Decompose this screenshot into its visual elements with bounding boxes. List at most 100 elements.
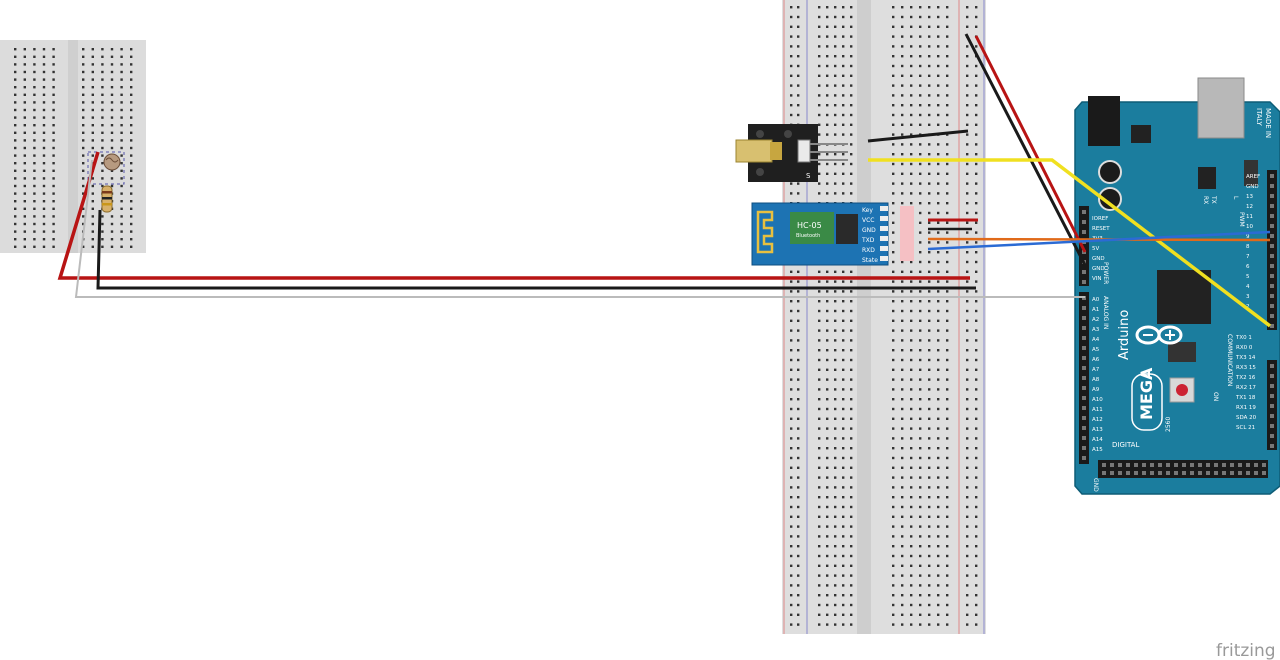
wire-white-analog <box>74 159 1085 298</box>
analog-pin-label: A5 <box>1092 347 1100 353</box>
hc05-pin-label: GND <box>862 227 876 234</box>
wire-red-ldr-to-breadboard <box>57 151 970 280</box>
hc05-pin-label: RXD <box>862 247 875 254</box>
power-pin-label: GND <box>1092 256 1105 262</box>
power-jack <box>1088 96 1120 146</box>
usb-port <box>1197 77 1245 139</box>
analog-pin-label: A6 <box>1092 357 1100 363</box>
digital-header <box>1098 460 1268 478</box>
analog-pin-label: A15 <box>1092 447 1103 453</box>
large-breadboard <box>782 0 986 634</box>
made-in-line1: MADE IN <box>1264 108 1272 138</box>
digital-pin-label: 3 <box>1246 294 1250 300</box>
analog-pin-label: A3 <box>1092 327 1100 333</box>
hc05-pin-label: Key <box>862 207 873 214</box>
digital-pin-label: 6 <box>1246 264 1250 270</box>
wire-yellow-laser-signal <box>868 158 1272 328</box>
wire-red-top <box>974 35 1087 253</box>
analog-pin-label: A13 <box>1092 427 1103 433</box>
power-pin-label: 5V <box>1092 246 1099 252</box>
l-led-label: L <box>1232 196 1239 200</box>
main-chip <box>1157 270 1211 324</box>
digital-pin-label: 8 <box>1246 244 1250 250</box>
resistor <box>101 185 113 213</box>
hc05-pin-label: VCC <box>862 217 874 224</box>
digital-pin-label: 10 <box>1246 224 1253 230</box>
digital-pin-label: AREF <box>1246 174 1260 180</box>
analog-pin-label: A4 <box>1092 337 1100 343</box>
small-breadboard <box>0 40 146 253</box>
comm-section-label: COMMUNICATION <box>1226 334 1233 386</box>
analog-pin-label: A11 <box>1092 407 1103 413</box>
on-led-label: ON <box>1212 392 1219 401</box>
hc05-chip-label: HC-05 <box>797 221 822 230</box>
analog-pin-label: A12 <box>1092 417 1103 423</box>
left-power-header <box>1079 206 1089 286</box>
power-pin-label: VIN <box>1092 276 1102 282</box>
wire-black-ldr-to-breadboard <box>96 209 976 290</box>
hc05-chip <box>790 212 834 244</box>
comm-pin-label: TX0 1 <box>1235 335 1252 341</box>
digital-pin-label: GND <box>1246 184 1259 190</box>
laser-pin-label: S <box>806 172 811 180</box>
arduino-2560-label: 2560 <box>1165 417 1172 432</box>
comm-pin-label: SDA 20 <box>1236 415 1257 421</box>
analog-section-label: ANALOG IN <box>1102 296 1109 329</box>
power-section-label: POWER <box>1102 262 1109 284</box>
digital-pin-label: 11 <box>1246 214 1253 220</box>
rx-led-label: RX <box>1202 196 1209 204</box>
photoresistor <box>87 151 125 185</box>
power-pin-label: IOREF <box>1092 216 1108 222</box>
digital-pin-label: 12 <box>1246 204 1253 210</box>
hc05-pin-label: TXD <box>861 237 875 244</box>
gnd-corner-label: GND <box>1092 478 1099 492</box>
hc05-pin-label: State <box>862 257 878 264</box>
comm-pin-label: RX3 15 <box>1236 365 1256 371</box>
arduino-name: Arduino <box>1117 310 1132 360</box>
analog-pin-label: A1 <box>1092 307 1099 313</box>
comm-pin-label: TX2 16 <box>1235 375 1256 381</box>
analog-pin-label: A14 <box>1092 437 1103 443</box>
digital-pin-label: 13 <box>1246 194 1253 200</box>
analog-pin-label: A9 <box>1092 387 1100 393</box>
fritzing-watermark: fritzing <box>1216 641 1276 660</box>
laser-module: S <box>735 124 848 182</box>
wire-black-top <box>964 33 1087 266</box>
analog-pin-label: A2 <box>1092 317 1099 323</box>
right-pwm-header <box>1267 170 1277 330</box>
comm-pin-label: RX2 17 <box>1236 385 1256 391</box>
wires <box>57 33 1272 328</box>
analog-pin-label: A8 <box>1092 377 1100 383</box>
comm-pin-label: SCL 21 <box>1236 425 1255 431</box>
tx-led-label: TX <box>1210 195 1217 204</box>
comm-pin-label: RX0 0 <box>1236 345 1253 351</box>
wire-blue-bt-rxd <box>927 230 1271 251</box>
analog-pin-label: A10 <box>1092 397 1103 403</box>
arduino-model: MEGA <box>1137 367 1156 420</box>
digital-pin-label: 5 <box>1246 274 1250 280</box>
analog-pin-label: A7 <box>1092 367 1100 373</box>
power-pin-label: GND <box>1092 266 1105 272</box>
arduino-mega-board: Arduino MEGA 2560 MADE IN ITALY POWER AN… <box>1074 77 1280 495</box>
pwm-section-label: PWM <box>1238 212 1245 227</box>
arduino-logo-icon <box>1135 325 1183 345</box>
wire-black-laser-gnd <box>867 129 969 143</box>
digital-pin-label: 7 <box>1246 254 1250 260</box>
small-breadboard-holes <box>14 48 133 248</box>
digital-section-label: DIGITAL <box>1112 441 1139 449</box>
arduino-header-pins <box>1082 174 1274 475</box>
made-in-line2: ITALY <box>1255 108 1263 127</box>
capacitor-2 <box>1098 187 1122 211</box>
comm-pin-label: TX3 14 <box>1235 355 1256 361</box>
comm-pin-label: RX1 19 <box>1236 405 1256 411</box>
digital-pin-label: 9 <box>1246 234 1250 240</box>
hc05-sub-label: Bluetooth <box>796 233 820 239</box>
analog-pin-label: A0 <box>1092 297 1100 303</box>
capacitor-1 <box>1098 160 1122 184</box>
comm-pin-label: TX1 18 <box>1235 395 1256 401</box>
digital-pin-label: 4 <box>1246 284 1250 290</box>
power-pin-label: RESET <box>1092 226 1110 232</box>
